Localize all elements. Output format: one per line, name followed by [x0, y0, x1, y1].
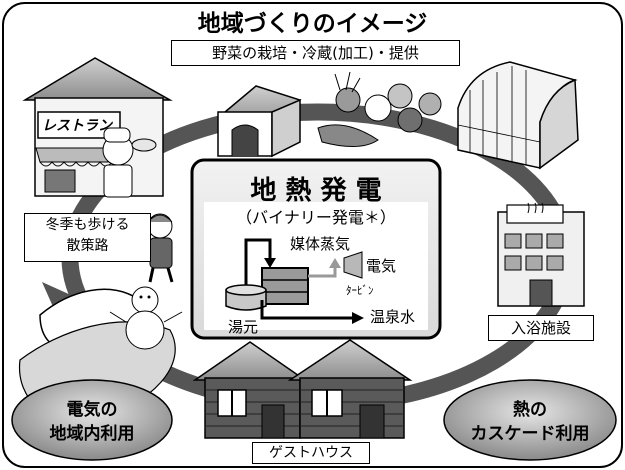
electric-local-oval [11, 379, 173, 461]
restaurant-sign: レストラン [42, 118, 112, 134]
heat-cascade-text: 熱の カスケード利用 [444, 398, 616, 446]
diagram-title: 地域づくりのイメージ [197, 11, 428, 37]
electric-local-line1: 電気の [66, 400, 118, 420]
storage-illustration [217, 85, 302, 158]
walk-path-line1: 冬季も歩ける [45, 217, 130, 233]
restaurant-illustration [22, 57, 173, 198]
walk-path-line2: 散策路 [66, 238, 109, 254]
binary-power-schematic [225, 238, 364, 324]
hiker-illustration [147, 213, 174, 283]
guest-house-label: ゲストハウス [252, 442, 370, 464]
turbine-label: ﾀｰﾋﾞﾝ [346, 284, 374, 297]
source-label: 湯元 [228, 318, 259, 336]
heat-cascade-line2: カスケード利用 [470, 424, 590, 444]
binary-subtitle: （バイナリー発電＊） [236, 208, 396, 227]
heat-cascade-oval [443, 379, 617, 461]
electric-local-line2: 地域内利用 [49, 424, 135, 444]
geothermal-title: 地 熱 発 電 [250, 176, 382, 206]
bath-facility-label: 入浴施設 [488, 315, 594, 341]
electric-local-text: 電気の 地域内利用 [12, 398, 172, 446]
top-label-box: 野菜の栽培・冷蔵(加工)・提供 [171, 40, 460, 66]
hot-water-label: 温泉水 [370, 308, 416, 326]
guest-house-illustration [192, 339, 413, 439]
greenhouse-illustration [457, 61, 579, 170]
medium-vapor-label: 媒体蒸気 [290, 235, 351, 253]
walk-path-box: 冬季も歩ける 散策路 [24, 213, 151, 262]
bath-building-illustration [497, 202, 585, 307]
snowman-illustration [109, 286, 183, 350]
vegetables-illustration [317, 71, 442, 147]
heat-cascade-line1: 熱の [513, 400, 547, 420]
electricity-label: 電気 [366, 257, 397, 275]
